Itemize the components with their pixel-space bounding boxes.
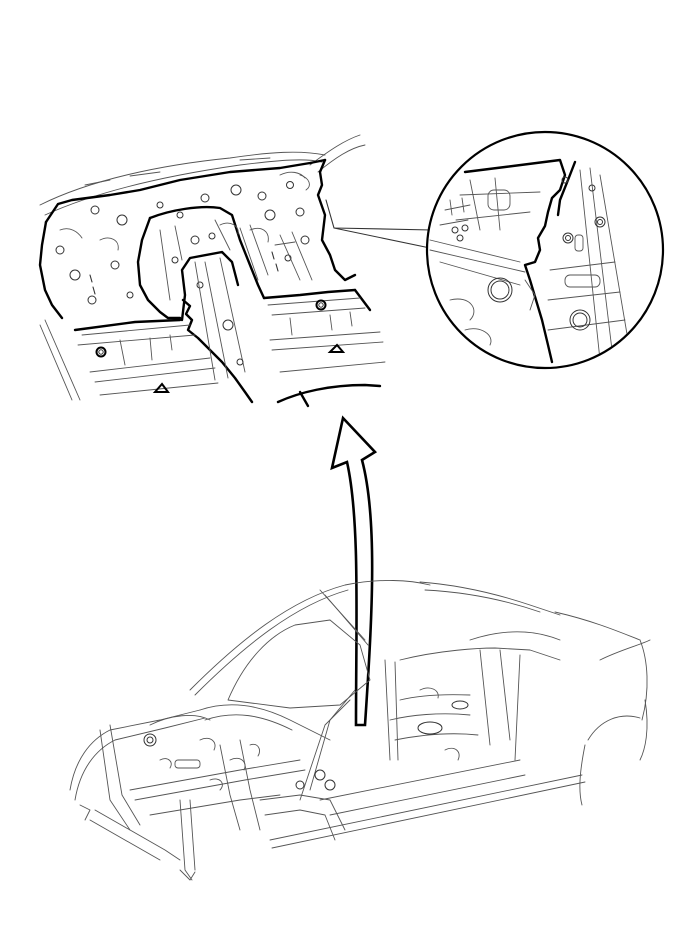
direction-arrow (330, 415, 378, 727)
floor-rib-lines (39, 224, 386, 401)
car-body-shell (69, 580, 651, 881)
callout-leader-line (325, 199, 433, 249)
firewall-detail-texture (55, 157, 310, 305)
floor-detail-inset (38, 134, 386, 408)
magnified-callout-circle (425, 130, 665, 370)
